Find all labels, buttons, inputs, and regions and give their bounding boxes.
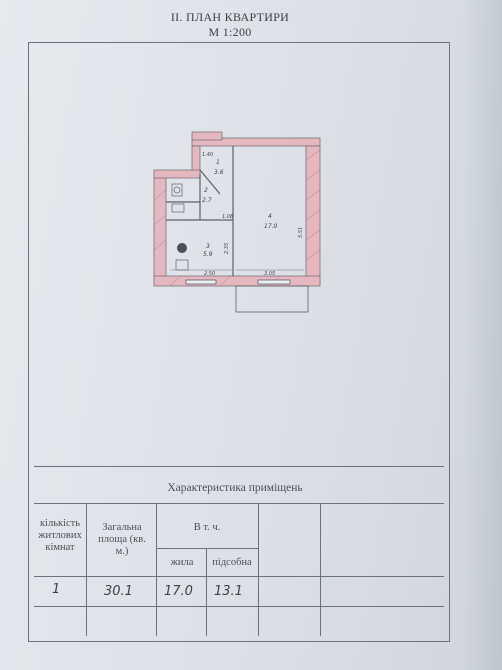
table-rule: [86, 503, 87, 636]
header-including: В т. ч.: [193, 522, 221, 533]
plan-title: ІІ. ПЛАН КВАРТИРИ: [170, 10, 290, 24]
value-rooms-count: 1: [52, 582, 61, 597]
room-1-area: 3.6: [214, 169, 224, 176]
dim-6: 3.05: [264, 271, 275, 277]
drawing-frame: [28, 42, 450, 642]
room-4-number: 4: [268, 213, 272, 220]
table-rule: [156, 548, 258, 549]
dim-1: 1.40: [202, 152, 213, 158]
room-2-number: 2: [204, 187, 208, 194]
table-caption: Характеристика приміщень: [167, 482, 303, 494]
table-rule: [34, 503, 444, 504]
room-characteristics-table: [34, 466, 444, 637]
room-3-area: 5.9: [203, 251, 213, 258]
header-total-area: Загальна площа (кв. м.): [98, 522, 146, 557]
table-rule: [320, 503, 321, 636]
dim-2: 1.08: [222, 214, 233, 220]
plan-scale: М 1:200: [208, 25, 252, 39]
room-2-area: 2.7: [202, 197, 212, 204]
table-rule: [206, 548, 207, 636]
dim-5: 2.50: [204, 271, 215, 277]
page-edge-shadow: [462, 0, 502, 670]
value-living: 17.0: [164, 584, 193, 599]
room-1-number: 1: [216, 159, 220, 166]
table-rule: [34, 606, 444, 607]
table-rule: [156, 503, 157, 636]
dim-3: 2.35: [224, 243, 230, 254]
value-auxiliary: 13.1: [214, 584, 243, 599]
header-living: жила: [170, 557, 194, 568]
dim-4: 5.51: [298, 227, 304, 238]
table-rule: [258, 503, 259, 636]
header-rooms-count: кількість житлових кімнат: [38, 518, 82, 553]
room-3-number: 3: [206, 243, 210, 250]
floor-plan: 1 3.6 2 2.7 3 5.9 4 17.0 1.40 1.08 2.35 …: [153, 131, 321, 313]
room-4-area: 17.0: [264, 223, 278, 230]
header-auxiliary: підсобна: [212, 557, 252, 568]
value-total-area: 30.1: [104, 584, 133, 599]
table-rule: [34, 576, 444, 577]
